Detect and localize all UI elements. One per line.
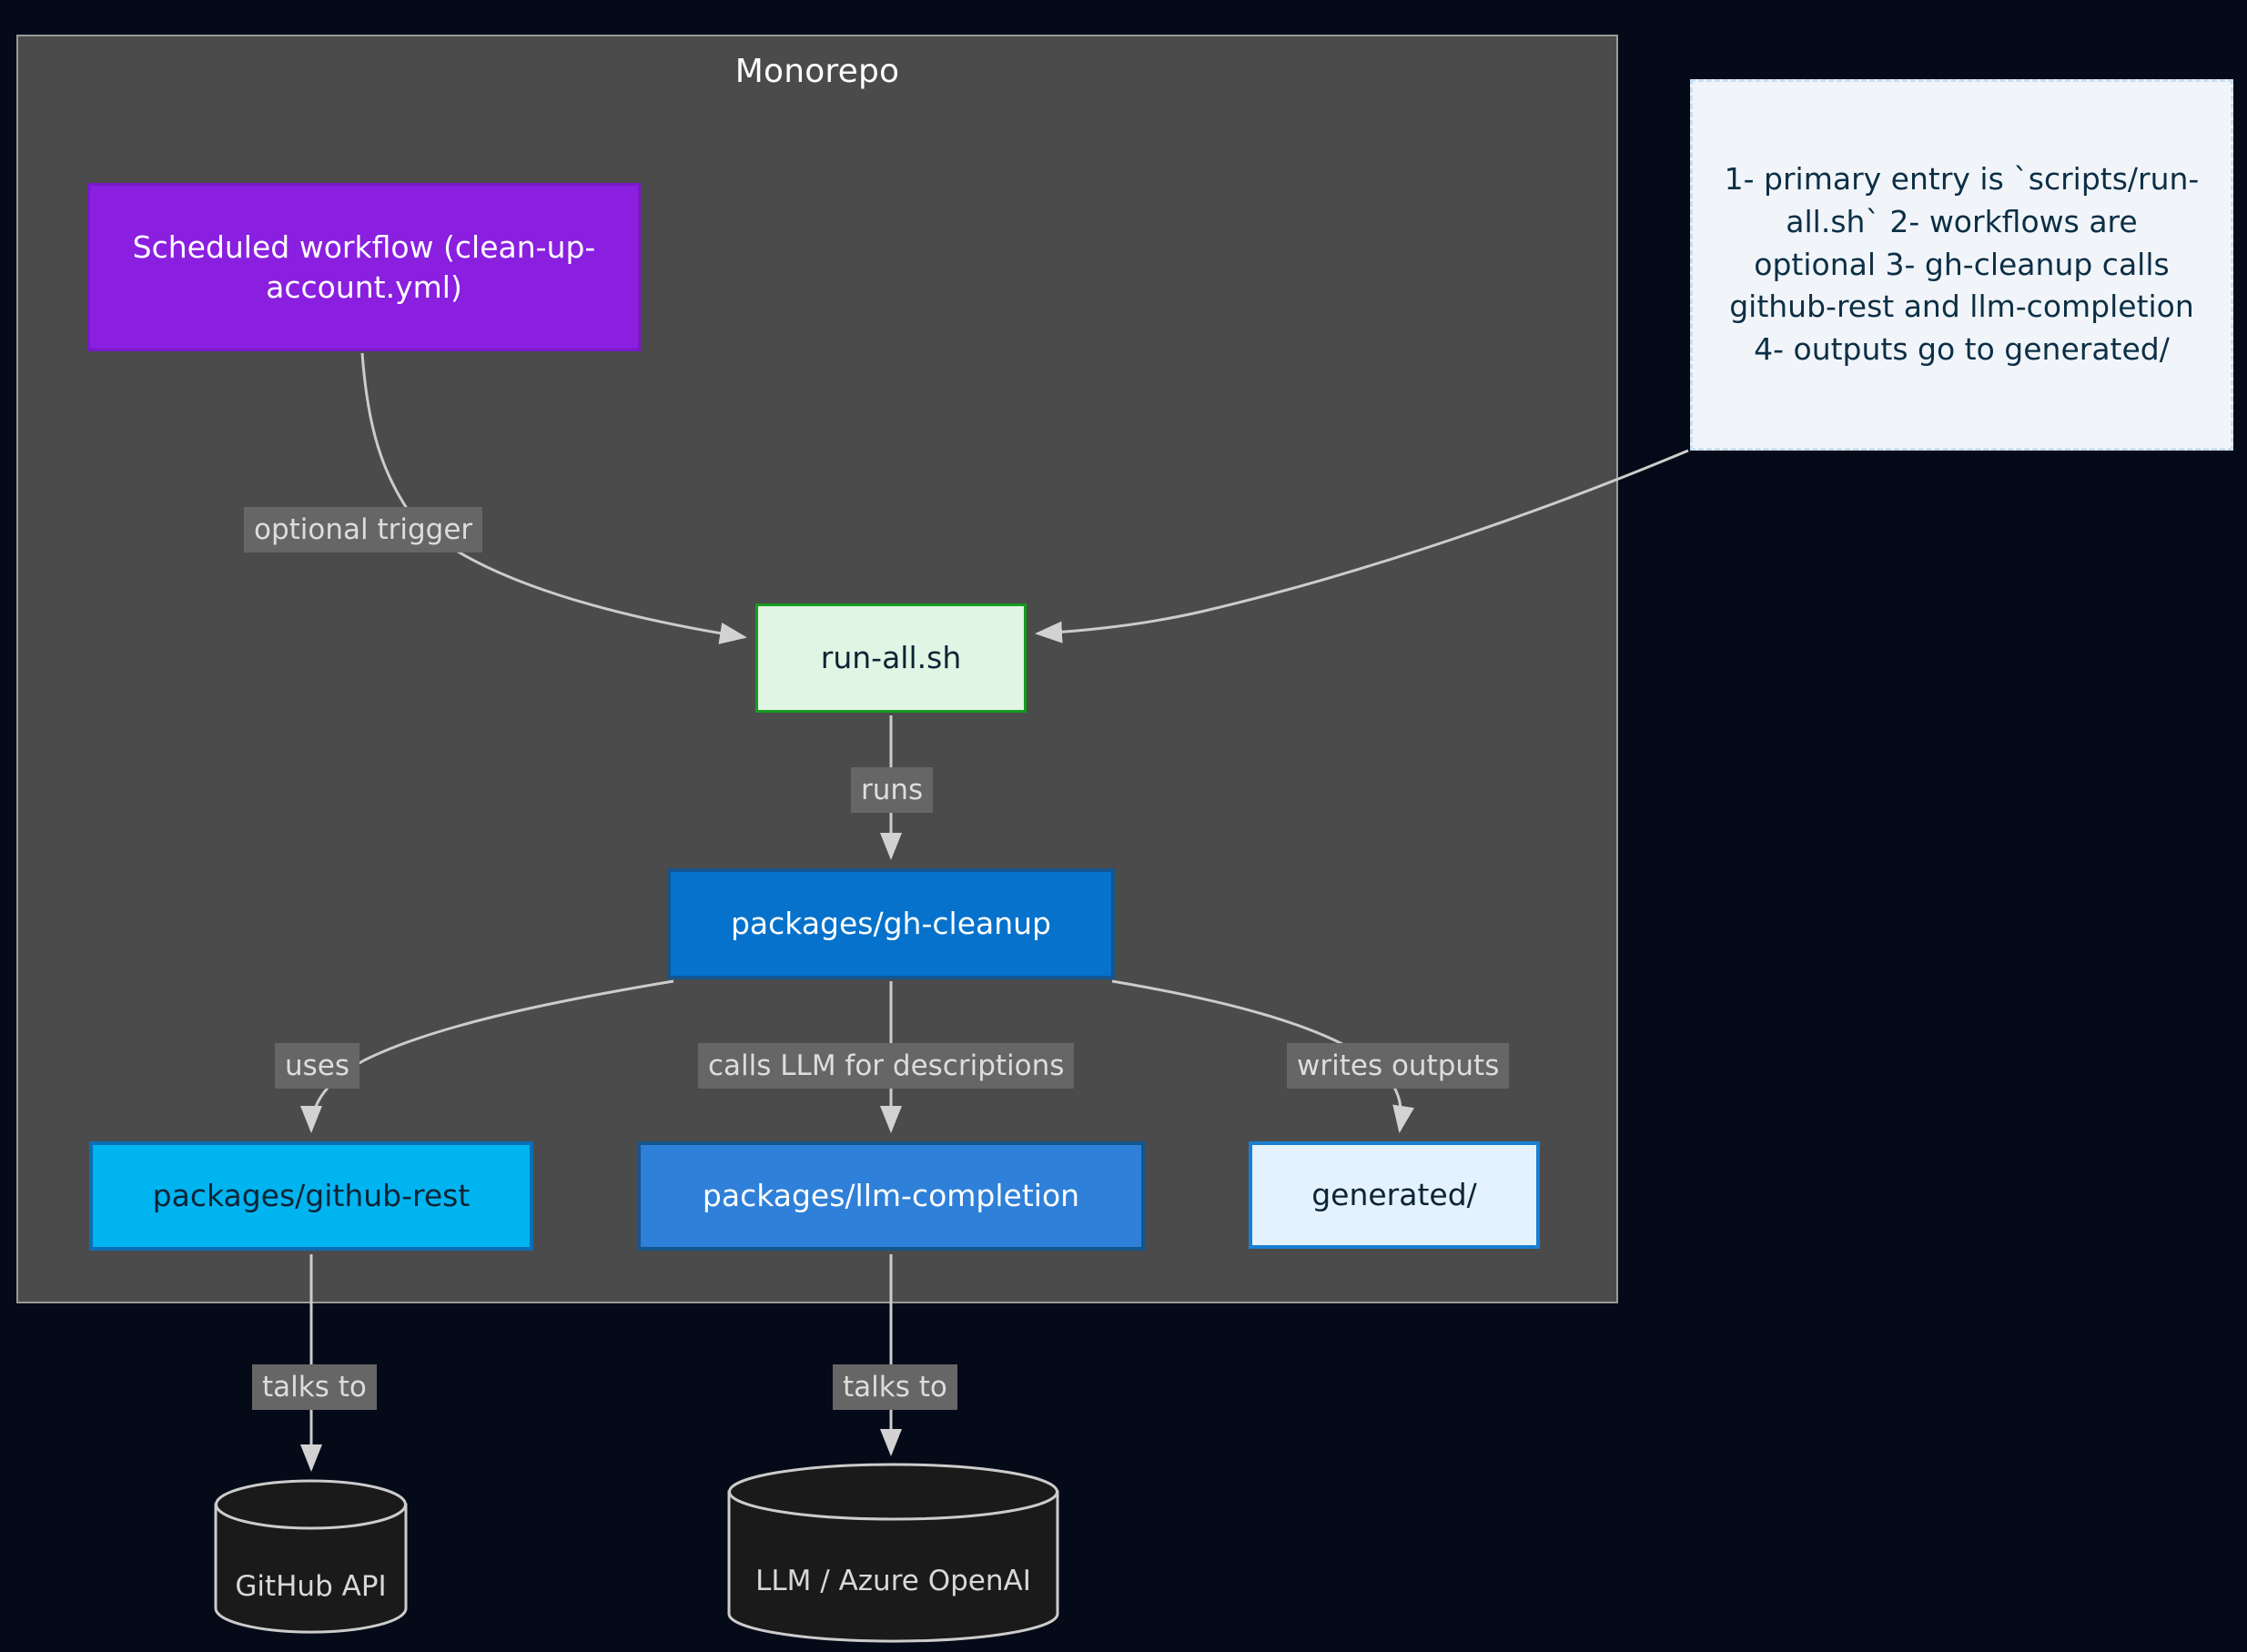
- node-llm-azure-openai[interactable]: LLM / Azure OpenAI: [726, 1463, 1060, 1645]
- node-packages-llm-completion[interactable]: packages/llm-completion: [637, 1141, 1145, 1251]
- node-packages-gh-cleanup[interactable]: packages/gh-cleanup: [667, 868, 1115, 979]
- cylinder-shape: [727, 1463, 1059, 1643]
- node-scheduled-workflow[interactable]: Scheduled workflow (clean-up-account.yml…: [87, 183, 641, 351]
- edge-label-uses: uses: [275, 1043, 360, 1089]
- edge-label-calls-llm-for-descriptions: calls LLM for descriptions: [698, 1043, 1075, 1089]
- edge-label-talks-to-github-api: talks to: [252, 1364, 377, 1410]
- edge-label-talks-to-llm-azure: talks to: [833, 1364, 957, 1410]
- edge-label-optional-trigger: optional trigger: [244, 507, 483, 552]
- node-packages-github-rest[interactable]: packages/github-rest: [89, 1141, 533, 1251]
- cylinder-shape: [214, 1479, 408, 1634]
- subgraph-title: Monorepo: [734, 53, 900, 90]
- node-github-api[interactable]: GitHub API: [213, 1479, 409, 1634]
- node-run-all-sh[interactable]: run-all.sh: [755, 603, 1027, 713]
- note-box: 1- primary entry is `scripts/run-all.sh`…: [1690, 79, 2233, 451]
- edge-label-writes-outputs: writes outputs: [1287, 1043, 1510, 1089]
- edge-label-runs: runs: [851, 767, 934, 813]
- node-generated-dir[interactable]: generated/: [1249, 1141, 1540, 1249]
